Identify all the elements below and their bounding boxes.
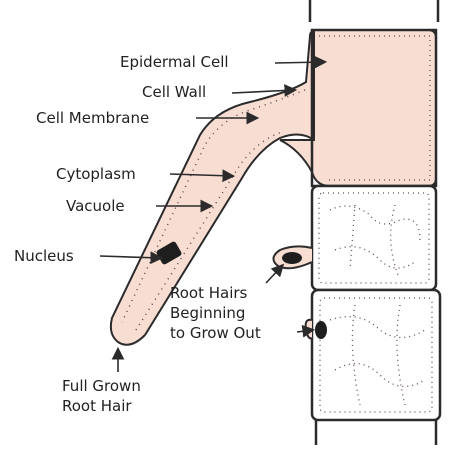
leader-cell-wall xyxy=(231,84,298,97)
epidermal-inner-membrane xyxy=(319,35,431,181)
bottom-cell-wall-stub xyxy=(314,420,438,445)
label-epidermal-cell: Epidermal Cell xyxy=(120,53,229,71)
bottom-cell-bud xyxy=(304,318,313,340)
leader-root-hairs-bottom xyxy=(296,324,316,338)
epidermal-cell-rect xyxy=(310,28,438,188)
label-root-hairs-beginning: Root Hairs Beginning to Grow Out xyxy=(170,284,261,342)
bottom-cell-cytoplasm-border xyxy=(319,297,433,413)
label-full-grown-root-hair: Full Grown Root Hair xyxy=(62,377,141,415)
label-cell-wall: Cell Wall xyxy=(142,83,207,101)
label-vacuole: Vacuole xyxy=(66,197,125,215)
middle-cell xyxy=(310,184,438,292)
leader-cytoplasm xyxy=(169,169,236,183)
label-nucleus: Nucleus xyxy=(14,247,74,265)
leader-epidermal-cell xyxy=(274,55,328,69)
leader-lines xyxy=(99,55,328,372)
leader-nucleus xyxy=(99,251,164,265)
bottom-cell xyxy=(310,288,442,422)
label-cell-membrane: Cell Membrane xyxy=(36,109,150,127)
middle-cell-cytoplasm-border xyxy=(318,192,430,284)
cell-column xyxy=(109,0,442,445)
leader-root-hairs-bud xyxy=(265,263,285,284)
top-cell-wall-stub xyxy=(308,0,440,22)
nucleus-middle-bud xyxy=(282,252,302,264)
nucleus-bottom-bud xyxy=(315,321,327,339)
label-cytoplasm: Cytoplasm xyxy=(56,165,136,183)
